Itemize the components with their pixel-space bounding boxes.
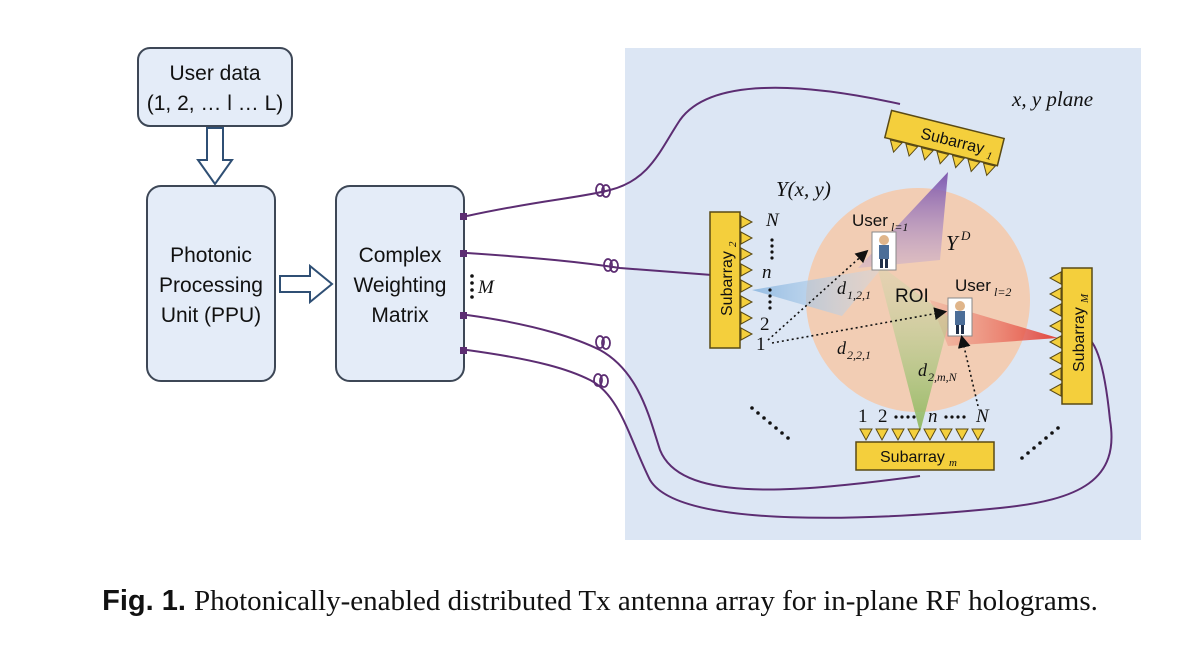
distance-arrows [767, 249, 979, 407]
port-count-label: M [477, 277, 495, 298]
distance-label-1: d 1,2,1 [837, 278, 871, 302]
svg-text:d: d [918, 360, 928, 380]
ppu-block: Photonic Processing Unit (PPU) [146, 185, 276, 382]
user-data-block: User data (1, 2, … l … L) [137, 47, 293, 127]
optical-fibers [466, 86, 1113, 519]
svg-text:2,m,N: 2,m,N [928, 370, 958, 384]
user-1-label: User l=1 [852, 211, 908, 234]
ppu-line-3: Unit (PPU) [161, 304, 261, 327]
desired-field-label: Y D [946, 228, 971, 255]
weighting-matrix-block: Complex Weighting Matrix [335, 185, 467, 382]
sam-index-2: 2 [878, 406, 888, 427]
sam-index-n: n [928, 406, 938, 427]
sa2-index-n: n [762, 262, 772, 283]
distance-label-3: d 2,m,N [918, 360, 958, 384]
subarray-m: Subarray m [855, 428, 995, 471]
svg-text:M: M [1079, 293, 1091, 304]
plane-label: x, y plane [1011, 87, 1093, 111]
sa2-index-N: N [765, 210, 780, 231]
sam-index-N: N [975, 406, 990, 427]
sam-index-ellipsis [894, 415, 966, 419]
down-arrow-icon [196, 127, 234, 186]
ppu-line-1: Photonic [170, 244, 252, 267]
sa2-index-2: 2 [760, 314, 770, 335]
subarray-ellipsis-right [1020, 426, 1060, 460]
caption-text: Photonically-enabled distributed Tx ante… [193, 585, 1098, 617]
user-2-figure-icon [947, 297, 973, 337]
subarray-m-antenna-elements [859, 428, 985, 442]
subarray-1-antenna-elements [889, 139, 997, 177]
svg-text:m: m [949, 457, 957, 469]
svg-text:User: User [955, 276, 991, 295]
field-label: Y(x, y) [776, 177, 831, 201]
figure-caption: Fig. 1. Photonically-enabled distributed… [0, 585, 1200, 618]
subarray-2: Subarray 2 [709, 211, 754, 349]
svg-text:d: d [837, 338, 847, 358]
beam-subarray-2 [752, 268, 882, 316]
roi-label: ROI [895, 286, 929, 307]
right-arrow-icon [279, 263, 334, 305]
svg-text:2,2,1: 2,2,1 [847, 348, 871, 362]
distance-label-2: d 2,2,1 [837, 338, 871, 362]
cwm-line-3: Matrix [371, 304, 429, 327]
cwm-line-2: Weighting [353, 274, 446, 297]
svg-text:l=2: l=2 [994, 285, 1011, 299]
svg-text:Subarray: Subarray [1071, 307, 1088, 372]
svg-text:2: 2 [727, 241, 739, 247]
subarray-M: Subarray M [1048, 267, 1093, 405]
sam-index-1: 1 [858, 406, 868, 427]
svg-text:l=1: l=1 [891, 220, 908, 234]
svg-text:Y: Y [946, 231, 960, 255]
svg-text:D: D [960, 228, 971, 243]
subarray-ellipsis-left [750, 406, 790, 440]
svg-text:User: User [852, 211, 888, 230]
caption-label: Fig. 1. [102, 585, 186, 617]
beam-subarray-m [876, 262, 950, 432]
system-diagram: User data (1, 2, … l … L) Photonic Proce… [137, 47, 1141, 540]
svg-text:d: d [837, 278, 847, 298]
sa2-index-ellipsis [768, 238, 774, 310]
svg-text:Subarray: Subarray [880, 449, 945, 466]
sa2-index-1: 1 [756, 334, 766, 355]
ppu-line-2: Processing [159, 274, 263, 297]
svg-text:Subarray: Subarray [719, 251, 736, 316]
subarray-M-antenna-elements [1048, 271, 1062, 397]
user-data-title: User data [169, 62, 260, 85]
svg-text:1: 1 [985, 150, 993, 163]
svg-text:1,2,1: 1,2,1 [847, 288, 871, 302]
subarray-1: Subarray 1 [883, 109, 1006, 177]
user-data-range: (1, 2, … l … L) [147, 92, 284, 115]
subarray-2-antenna-elements [740, 215, 754, 341]
user-2-label: User l=2 [955, 276, 1011, 299]
fiber-coil-icons [593, 183, 619, 388]
cwm-line-1: Complex [359, 244, 442, 267]
port-ellipsis [470, 274, 474, 299]
user-1-figure-icon [871, 231, 897, 271]
